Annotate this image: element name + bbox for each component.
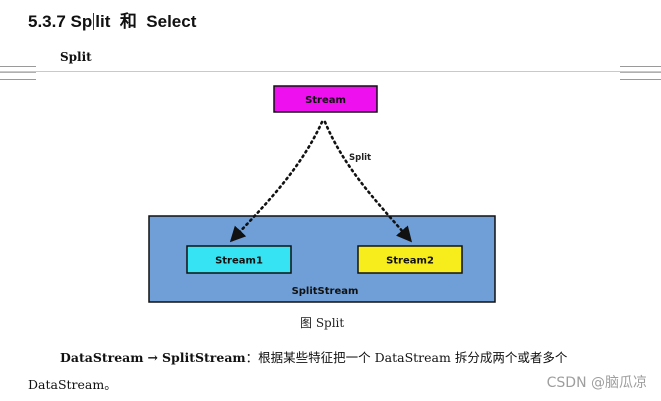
description-paragraph: DataStream → SplitStream：根据某些特征把一个 DataS… — [28, 344, 628, 398]
section-title-part-1: Sp — [70, 12, 93, 31]
section-number: 5.3.7 — [28, 12, 66, 31]
section-title-part-2: lit 和 Select — [95, 12, 197, 31]
split-arrow-left — [229, 120, 324, 243]
right-margin-marker[interactable] — [620, 66, 661, 80]
stream2-label: Stream2 — [386, 256, 434, 267]
paragraph-from: DataStream — [60, 350, 144, 365]
stream1-box — [186, 245, 292, 274]
paragraph-arrow: → — [147, 350, 158, 365]
text-cursor — [93, 13, 95, 30]
stream-source-label: Stream — [305, 95, 346, 106]
paragraph-description: ：根据某些特征把一个 DataStream 拆分成两个或者多个 DataStre… — [28, 350, 568, 392]
split-edge-label: Split — [349, 153, 371, 163]
stream-source-box — [273, 85, 378, 113]
figure-caption: 图 Split — [300, 316, 345, 330]
split-arrow-right — [323, 120, 413, 243]
stream1-label: Stream1 — [215, 256, 263, 267]
splitstream-label: SplitStream — [292, 286, 359, 297]
csdn-watermark: CSDN @脑瓜凉 — [546, 375, 647, 391]
page-divider — [0, 71, 661, 72]
stream2-box — [357, 245, 463, 274]
left-margin-marker[interactable] — [0, 66, 36, 80]
subsection-title: Split — [60, 50, 92, 64]
paragraph-to: SplitStream — [161, 350, 246, 365]
